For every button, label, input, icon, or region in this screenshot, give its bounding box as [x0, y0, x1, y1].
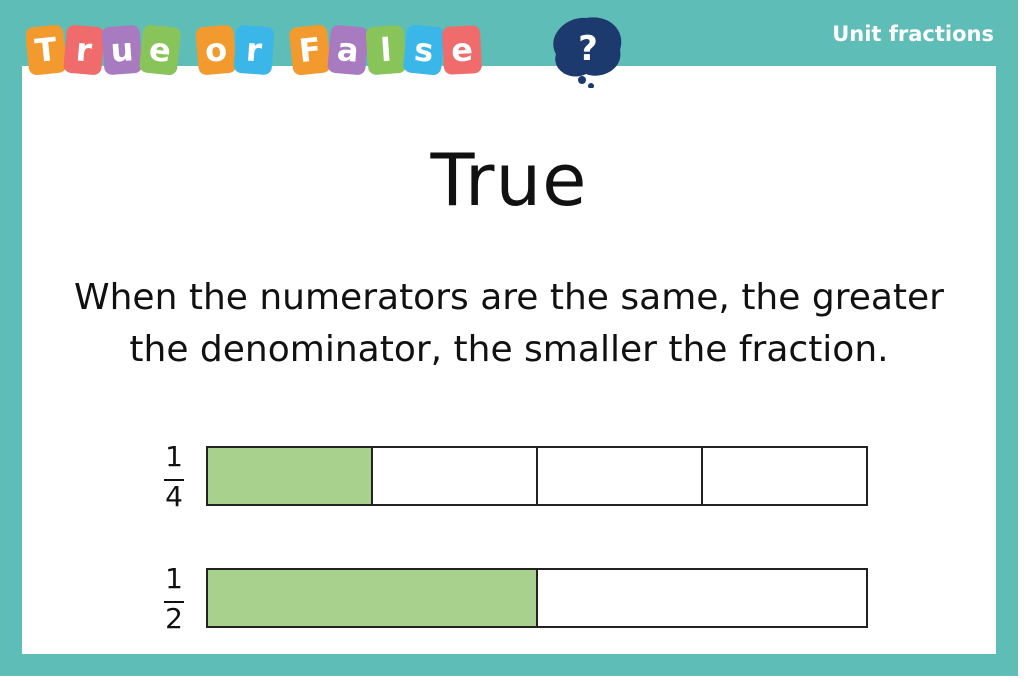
- svg-text:s: s: [413, 30, 436, 70]
- strip-part: [373, 448, 538, 504]
- fraction-bar: [164, 479, 184, 481]
- logo-letter-tile: o: [195, 25, 237, 75]
- svg-text:o: o: [203, 30, 228, 70]
- logo-letter-tile: e: [442, 25, 482, 75]
- svg-text:e: e: [450, 30, 474, 69]
- explanation-line-1: When the numerators are the same, the gr…: [74, 277, 944, 318]
- strip-part: [538, 570, 866, 626]
- fraction-strip: [206, 446, 868, 506]
- svg-text:?: ?: [578, 29, 598, 69]
- explanation-line-2: the denominator, the smaller the fractio…: [129, 329, 889, 370]
- thought-bubble-icon: ?: [553, 17, 622, 88]
- svg-text:F: F: [297, 30, 323, 70]
- svg-text:e: e: [147, 30, 173, 70]
- strip-part-shaded: [208, 570, 538, 626]
- svg-text:r: r: [74, 30, 93, 69]
- svg-text:T: T: [33, 30, 59, 70]
- strip-part: [538, 448, 703, 504]
- svg-text:r: r: [245, 30, 264, 69]
- fraction-bar: [164, 601, 184, 603]
- logo-letter-tile: s: [403, 24, 445, 76]
- fraction-denominator: 2: [165, 602, 183, 635]
- logo-letter-tile: r: [63, 25, 105, 75]
- logo-letter-tile: l: [365, 25, 407, 75]
- answer-title: True: [430, 138, 588, 222]
- svg-text:a: a: [336, 30, 361, 70]
- logo-letter-tile: r: [233, 25, 275, 75]
- fraction-label: 1 2: [160, 562, 188, 638]
- fraction-strip: [206, 568, 868, 628]
- svg-text:l: l: [379, 31, 393, 70]
- logo-letter-tile: u: [101, 25, 143, 75]
- fraction-label: 1 4: [160, 440, 188, 516]
- strip-part: [703, 448, 866, 504]
- fraction-numerator: 1: [165, 440, 183, 473]
- strip-part-shaded: [208, 448, 373, 504]
- fraction-numerator: 1: [165, 562, 183, 595]
- explanation-text: When the numerators are the same, the gr…: [0, 272, 1018, 376]
- topic-label: Unit fractions: [832, 22, 994, 46]
- logo-letter-tile: e: [139, 24, 181, 76]
- slide-card: [22, 66, 996, 654]
- logo-letter-tile: T: [26, 24, 67, 76]
- logo-letter-tile: a: [327, 25, 369, 75]
- fraction-denominator: 4: [165, 480, 183, 513]
- svg-text:u: u: [109, 30, 134, 69]
- logo-letter-tile: F: [289, 24, 331, 76]
